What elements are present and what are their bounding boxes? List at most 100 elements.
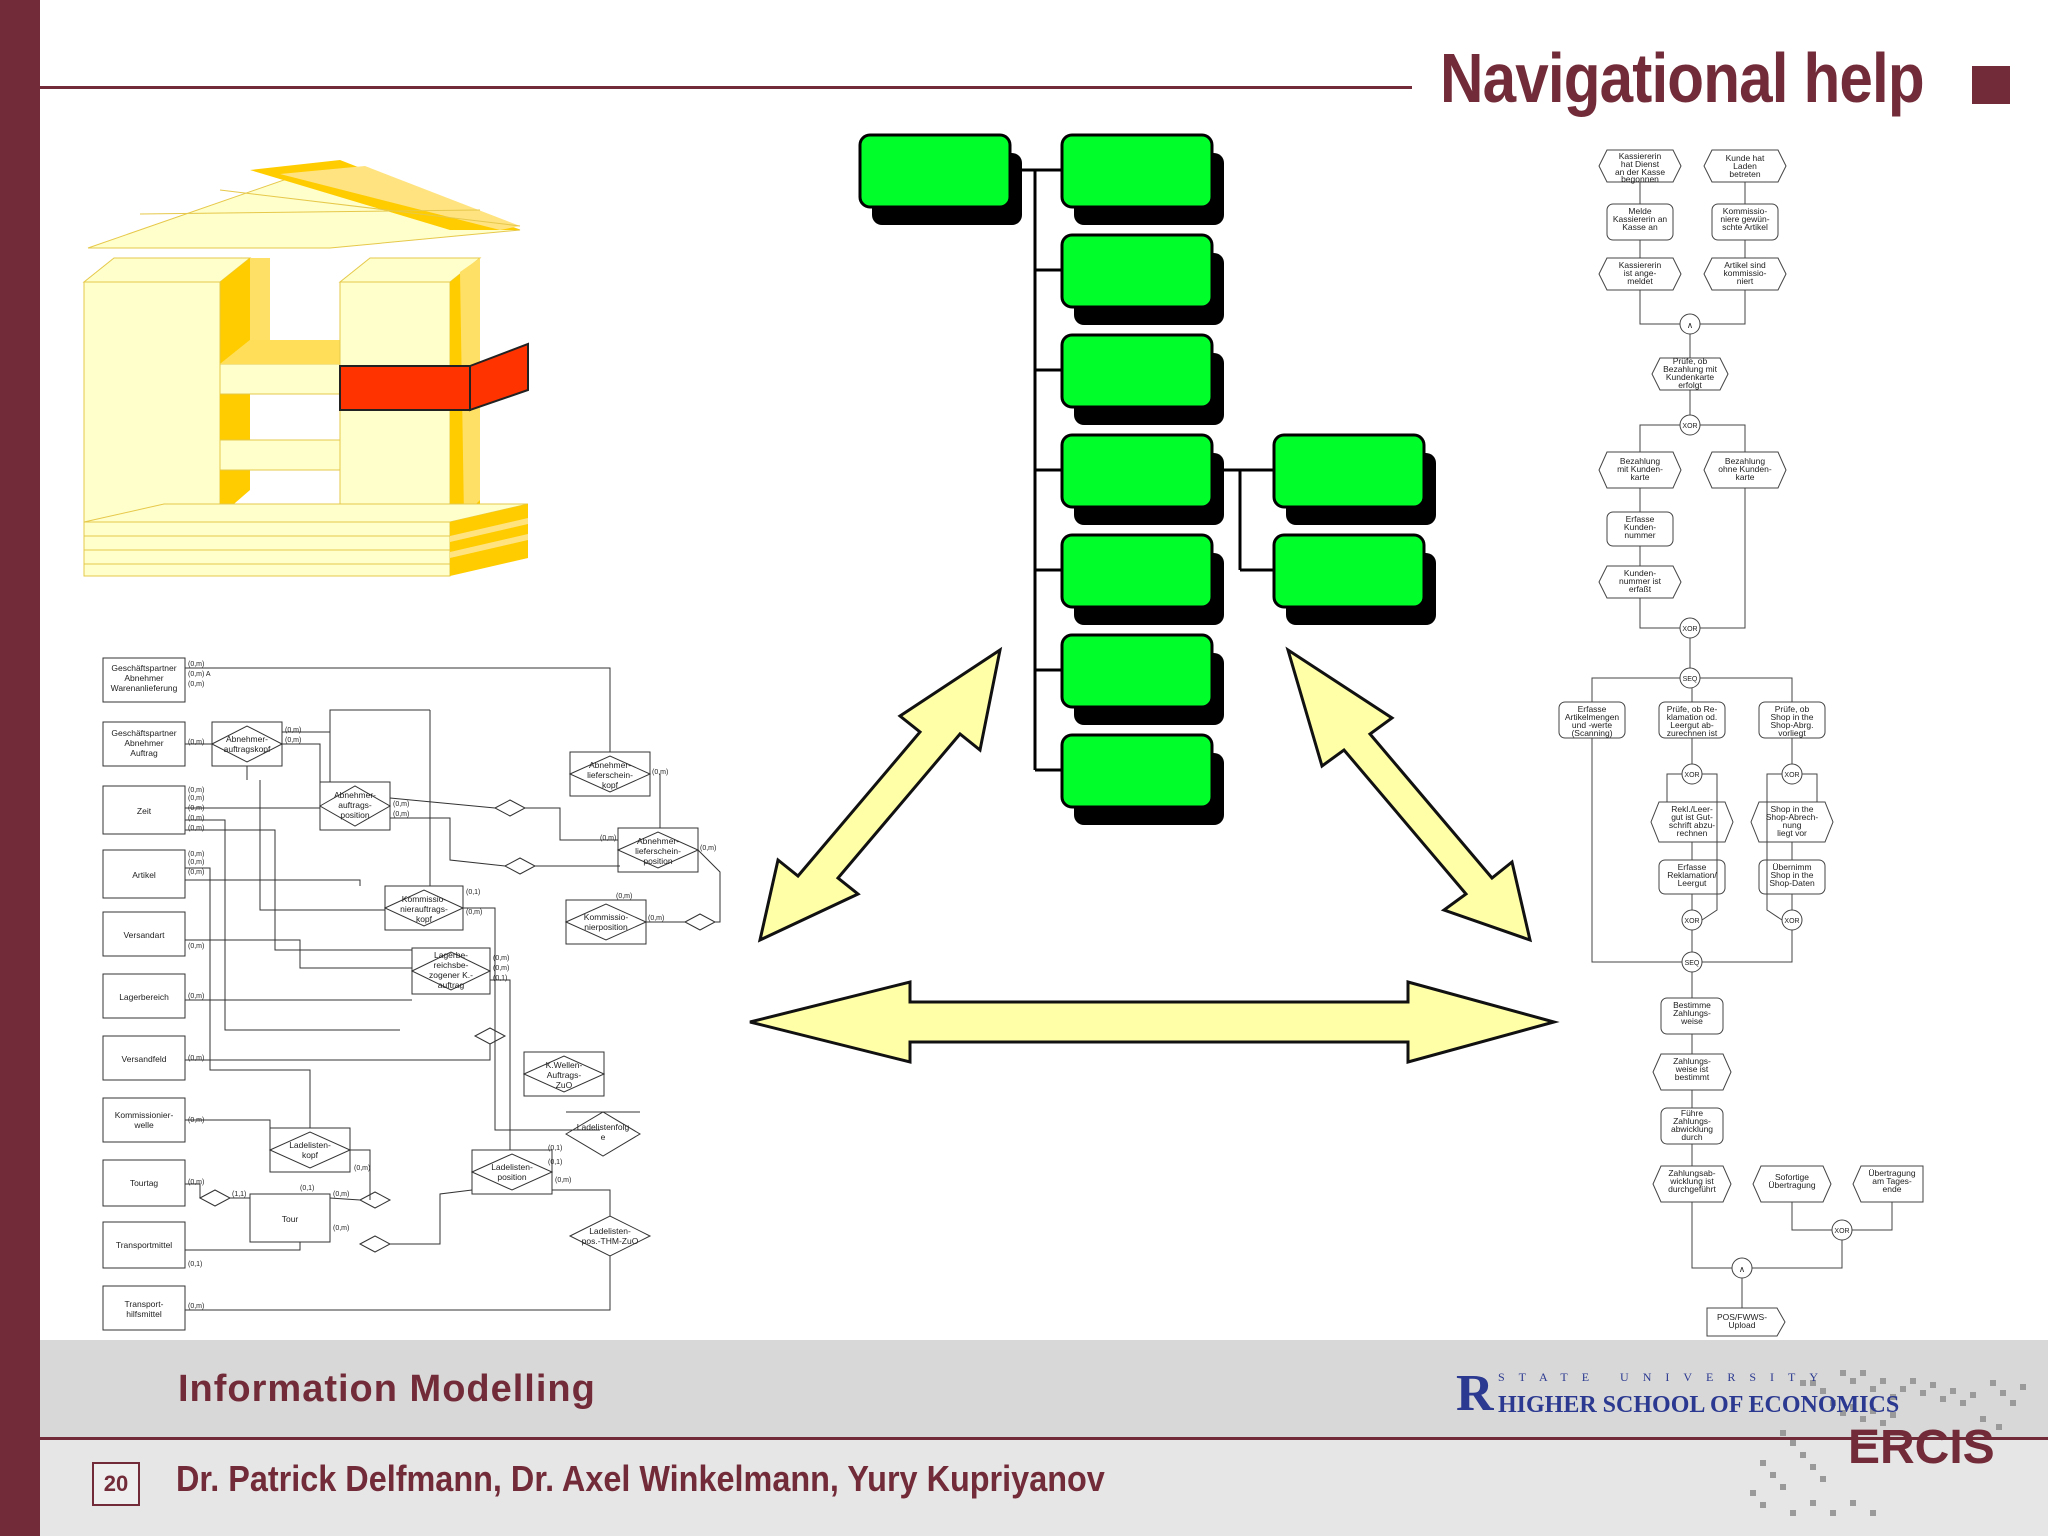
svg-text:POS/FWWS-: POS/FWWS- xyxy=(1717,1312,1767,1322)
svg-text:karte: karte xyxy=(1736,472,1755,482)
svg-text:Auftrag: Auftrag xyxy=(130,748,158,758)
svg-text:Rekl./Leer-: Rekl./Leer- xyxy=(1671,804,1713,814)
svg-text:Lagerbereich: Lagerbereich xyxy=(119,992,169,1002)
svg-text:Versandfeld: Versandfeld xyxy=(122,1054,167,1064)
cube-house-diagram xyxy=(82,160,529,577)
svg-text:(0,m): (0,m) xyxy=(188,1055,204,1062)
svg-text:und -werte: und -werte xyxy=(1572,720,1612,730)
svg-text:abwicklung: abwicklung xyxy=(1671,1124,1713,1134)
svg-text:(0,m): (0,m) xyxy=(188,805,204,812)
svg-text:Artikel: Artikel xyxy=(132,870,156,880)
svg-text:(0,m): (0,m) xyxy=(188,993,204,1000)
left-accent-bar xyxy=(0,0,40,1536)
svg-text:(0,m): (0,m) xyxy=(600,835,616,842)
svg-text:(0,m): (0,m) xyxy=(652,769,668,776)
svg-text:Tour: Tour xyxy=(282,1214,299,1224)
svg-text:(0,m): (0,m) xyxy=(466,909,482,916)
svg-text:hilfsmittel: hilfsmittel xyxy=(126,1309,162,1319)
arrow-tree-epc xyxy=(1285,646,1533,943)
svg-text:position: position xyxy=(497,1172,527,1182)
svg-text:Tourtag: Tourtag xyxy=(130,1178,159,1188)
svg-text:Kundenkarte: Kundenkarte xyxy=(1666,372,1714,382)
title-rule xyxy=(40,86,1412,89)
svg-text:Bezahlung: Bezahlung xyxy=(1620,456,1660,466)
course-title: Information Modelling xyxy=(178,1368,596,1410)
svg-text:kommissio-: kommissio- xyxy=(1724,268,1767,278)
svg-text:Reklamation/: Reklamation/ xyxy=(1667,870,1717,880)
svg-text:(0,m): (0,m) xyxy=(354,1165,370,1172)
svg-text:Transportmittel: Transportmittel xyxy=(116,1240,172,1250)
svg-text:(0,m): (0,m) xyxy=(188,739,204,746)
svg-text:(Scanning): (Scanning) xyxy=(1571,728,1612,738)
svg-text:Shop in the: Shop in the xyxy=(1770,870,1813,880)
svg-text:erfolgt: erfolgt xyxy=(1678,380,1702,390)
svg-text:nung: nung xyxy=(1783,820,1802,830)
svg-text:pos.-THM-ZuO: pos.-THM-ZuO xyxy=(582,1236,639,1246)
svg-text:Kommissio-: Kommissio- xyxy=(584,912,629,922)
svg-text:niert: niert xyxy=(1737,276,1754,286)
title-square-icon xyxy=(1972,66,2010,104)
svg-text:Zahlungs-: Zahlungs- xyxy=(1673,1056,1711,1066)
page-number: 20 xyxy=(92,1462,140,1506)
svg-text:XOR: XOR xyxy=(1682,626,1697,633)
svg-text:Übertragung: Übertragung xyxy=(1868,1168,1916,1178)
svg-text:Übernimm: Übernimm xyxy=(1772,862,1811,872)
svg-text:(1,1): (1,1) xyxy=(232,1191,246,1198)
svg-text:karte: karte xyxy=(1631,472,1650,482)
svg-text:Warenanlieferung: Warenanlieferung xyxy=(111,683,178,693)
svg-text:Kassiererin an: Kassiererin an xyxy=(1613,214,1668,224)
svg-text:(0,m): (0,m) xyxy=(188,1179,204,1186)
svg-text:Kassiererin: Kassiererin xyxy=(1619,260,1662,270)
svg-text:Geschäftspartner: Geschäftspartner xyxy=(111,728,176,738)
svg-text:Transport-: Transport- xyxy=(125,1299,164,1309)
svg-text:(0,m): (0,m) xyxy=(188,859,204,866)
svg-text:zogener K.-: zogener K.- xyxy=(429,970,473,980)
svg-text:ende: ende xyxy=(1883,1184,1902,1194)
svg-text:(0,m): (0,m) xyxy=(188,869,204,876)
svg-text:mit Kunden-: mit Kunden- xyxy=(1617,464,1663,474)
svg-text:(0,1): (0,1) xyxy=(300,1185,314,1192)
svg-text:Shop-Daten: Shop-Daten xyxy=(1769,878,1815,888)
svg-text:(0,m): (0,m) xyxy=(188,795,204,802)
svg-text:(0,m): (0,m) xyxy=(188,681,204,688)
svg-text:position: position xyxy=(340,810,370,820)
erm-diagram: GeschäftspartnerAbnehmerWarenanlieferung… xyxy=(102,657,721,1331)
svg-text:(0,m): (0,m) xyxy=(188,661,204,668)
svg-text:vorliegt: vorliegt xyxy=(1778,728,1806,738)
svg-text:∧: ∧ xyxy=(1687,320,1693,330)
svg-text:(0,m): (0,m) xyxy=(188,851,204,858)
svg-text:(0,m): (0,m) xyxy=(493,965,509,972)
svg-text:(0,1): (0,1) xyxy=(493,975,507,982)
europe-map-dots xyxy=(1750,1370,2026,1516)
svg-text:Upload: Upload xyxy=(1729,1320,1756,1330)
svg-text:bestimmt: bestimmt xyxy=(1675,1072,1710,1082)
svg-text:nummer: nummer xyxy=(1624,530,1655,540)
svg-text:reichsbe-: reichsbe- xyxy=(434,960,469,970)
svg-text:ist ange-: ist ange- xyxy=(1624,268,1657,278)
svg-text:meldet: meldet xyxy=(1627,276,1653,286)
svg-text:Erfasse: Erfasse xyxy=(1678,862,1707,872)
svg-text:kopf: kopf xyxy=(302,1150,319,1160)
svg-text:Sofortige: Sofortige xyxy=(1775,1172,1809,1182)
svg-text:Zahlungsab-: Zahlungsab- xyxy=(1668,1168,1715,1178)
svg-text:nummer ist: nummer ist xyxy=(1619,576,1662,586)
svg-text:gut ist Gut-: gut ist Gut- xyxy=(1671,812,1713,822)
svg-text:XOR: XOR xyxy=(1784,772,1799,779)
svg-text:Prüfe, ob: Prüfe, ob xyxy=(1673,356,1708,366)
svg-text:wicklung ist: wicklung ist xyxy=(1669,1176,1714,1186)
svg-text:SEQ: SEQ xyxy=(1683,676,1698,683)
svg-text:(0,m): (0,m) xyxy=(333,1191,349,1198)
svg-text:(0,m): (0,m) xyxy=(393,811,409,818)
svg-text:lieferschein-: lieferschein- xyxy=(587,770,633,780)
svg-text:Abnehmer-: Abnehmer- xyxy=(334,790,376,800)
svg-text:Auftrags-: Auftrags- xyxy=(547,1070,582,1080)
svg-text:Bezahlung: Bezahlung xyxy=(1725,456,1765,466)
ercis-logo: ERCIS xyxy=(1848,1421,1995,1474)
svg-text:(0,m): (0,m) xyxy=(188,815,204,822)
svg-text:(0,1): (0,1) xyxy=(188,1261,202,1268)
svg-text:Prüfe, ob: Prüfe, ob xyxy=(1775,704,1810,714)
svg-text:zurechnen ist: zurechnen ist xyxy=(1667,728,1718,738)
svg-text:Leergut ab-: Leergut ab- xyxy=(1670,720,1714,730)
svg-text:begonnen: begonnen xyxy=(1621,174,1659,184)
